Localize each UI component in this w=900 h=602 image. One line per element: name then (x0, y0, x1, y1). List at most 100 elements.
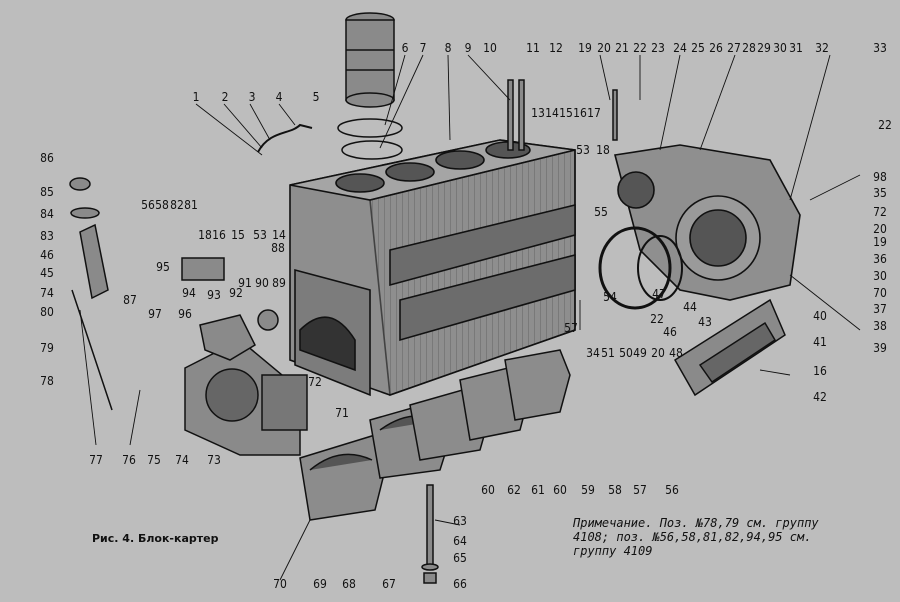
callout-85: 85 (40, 185, 54, 199)
cylinder-liner (345, 12, 395, 108)
callout-76: 76 (122, 453, 136, 467)
callout-17: 17 (587, 106, 601, 120)
callout-57: 57 (633, 483, 647, 497)
callout-86: 86 (40, 151, 54, 165)
callout-29: 29 (757, 41, 771, 55)
callout-14: 14 (272, 228, 286, 242)
front-plate (184, 339, 308, 456)
callout-20: 20 (873, 222, 887, 236)
seal-rings (337, 118, 403, 160)
callout-92: 92 (229, 286, 243, 300)
callout-78: 78 (40, 374, 54, 388)
callout-20: 20 (651, 346, 665, 360)
callout-41: 41 (813, 335, 827, 349)
callout-74: 74 (40, 286, 54, 300)
callout-66: 66 (453, 577, 467, 591)
callout-34: 34 (586, 346, 600, 360)
callout-60: 60 (553, 483, 567, 497)
callout-3: 3 (248, 90, 256, 104)
callout-44: 44 (683, 300, 697, 314)
callout-88: 88 (271, 241, 285, 255)
callout-49: 49 (633, 346, 647, 360)
callout-26: 26 (709, 41, 723, 55)
callout-58: 58 (155, 198, 169, 212)
callout-14: 14 (545, 106, 559, 120)
callout-60: 60 (481, 483, 495, 497)
callout-61: 61 (531, 483, 545, 497)
callout-42: 42 (813, 390, 827, 404)
callout-20: 20 (597, 41, 611, 55)
callout-70: 70 (873, 286, 887, 300)
callout-1: 1 (192, 90, 200, 104)
callout-51: 51 (601, 346, 615, 360)
callout-15: 15 (559, 106, 573, 120)
callout-79: 79 (40, 341, 54, 355)
callout-5: 5 (312, 90, 320, 104)
callout-39: 39 (873, 341, 887, 355)
callout-63: 63 (453, 514, 467, 528)
callout-53: 53 (253, 228, 267, 242)
callout-32: 32 (815, 41, 829, 55)
callout-38: 38 (873, 319, 887, 333)
bolts-and-studs (71, 79, 618, 584)
callout-96: 96 (178, 307, 192, 321)
callout-75: 75 (147, 453, 161, 467)
bearing-caps (299, 349, 571, 521)
callout-31: 31 (789, 41, 803, 55)
figure-note: Примечание. Поз. №78,79 см. группу 4108;… (573, 516, 873, 558)
callout-22: 22 (878, 118, 892, 132)
callout-9: 9 (464, 41, 472, 55)
callout-65: 65 (453, 551, 467, 565)
callout-71: 71 (335, 406, 349, 420)
callout-87: 87 (123, 293, 137, 307)
callout-12: 12 (549, 41, 563, 55)
flywheel-housing (598, 144, 801, 310)
callout-27: 27 (727, 41, 741, 55)
cylinder-block (289, 139, 576, 397)
callout-30: 30 (873, 269, 887, 283)
callout-10: 10 (483, 41, 497, 55)
callout-50: 50 (619, 346, 633, 360)
callout-72: 72 (873, 205, 887, 219)
callout-24: 24 (673, 41, 687, 55)
callout-55: 55 (594, 205, 608, 219)
callout-11: 11 (526, 41, 540, 55)
callout-56: 56 (665, 483, 679, 497)
callout-84: 84 (40, 207, 54, 221)
callout-47: 47 (652, 287, 666, 301)
callout-21: 21 (615, 41, 629, 55)
callout-82: 82 (170, 198, 184, 212)
oil-filler-pipe (69, 123, 313, 300)
note-line-1: Примечание. Поз. №78,79 см. группу (573, 516, 819, 530)
callout-4: 4 (275, 90, 283, 104)
callout-18: 18 (596, 143, 610, 157)
callout-53: 53 (576, 143, 590, 157)
callout-98: 98 (873, 170, 887, 184)
callout-28: 28 (742, 41, 756, 55)
callout-48: 48 (669, 346, 683, 360)
callout-74: 74 (175, 453, 189, 467)
leader-lines (79, 54, 861, 581)
callout-83: 83 (40, 229, 54, 243)
callout-19: 19 (873, 235, 887, 249)
callout-16: 16 (813, 364, 827, 378)
callout-64: 64 (453, 534, 467, 548)
note-line-2: 4108; поз. №56,58,81,82,94,95 см. (573, 530, 812, 544)
pump-body (181, 257, 279, 361)
callout-67: 67 (382, 577, 396, 591)
callout-62: 62 (507, 483, 521, 497)
callout-19: 19 (578, 41, 592, 55)
callout-46: 46 (663, 325, 677, 339)
callout-45: 45 (40, 266, 54, 280)
callout-80: 80 (40, 305, 54, 319)
callout-25: 25 (691, 41, 705, 55)
figure-caption: Рис. 4. Блок-картер (92, 532, 219, 545)
callout-68: 68 (342, 577, 356, 591)
callout-2: 2 (221, 90, 229, 104)
callout-89: 89 (272, 276, 286, 290)
callout-33: 33 (873, 41, 887, 55)
callout-30: 30 (773, 41, 787, 55)
callout-57: 57 (564, 321, 578, 335)
callout-7: 7 (419, 41, 427, 55)
